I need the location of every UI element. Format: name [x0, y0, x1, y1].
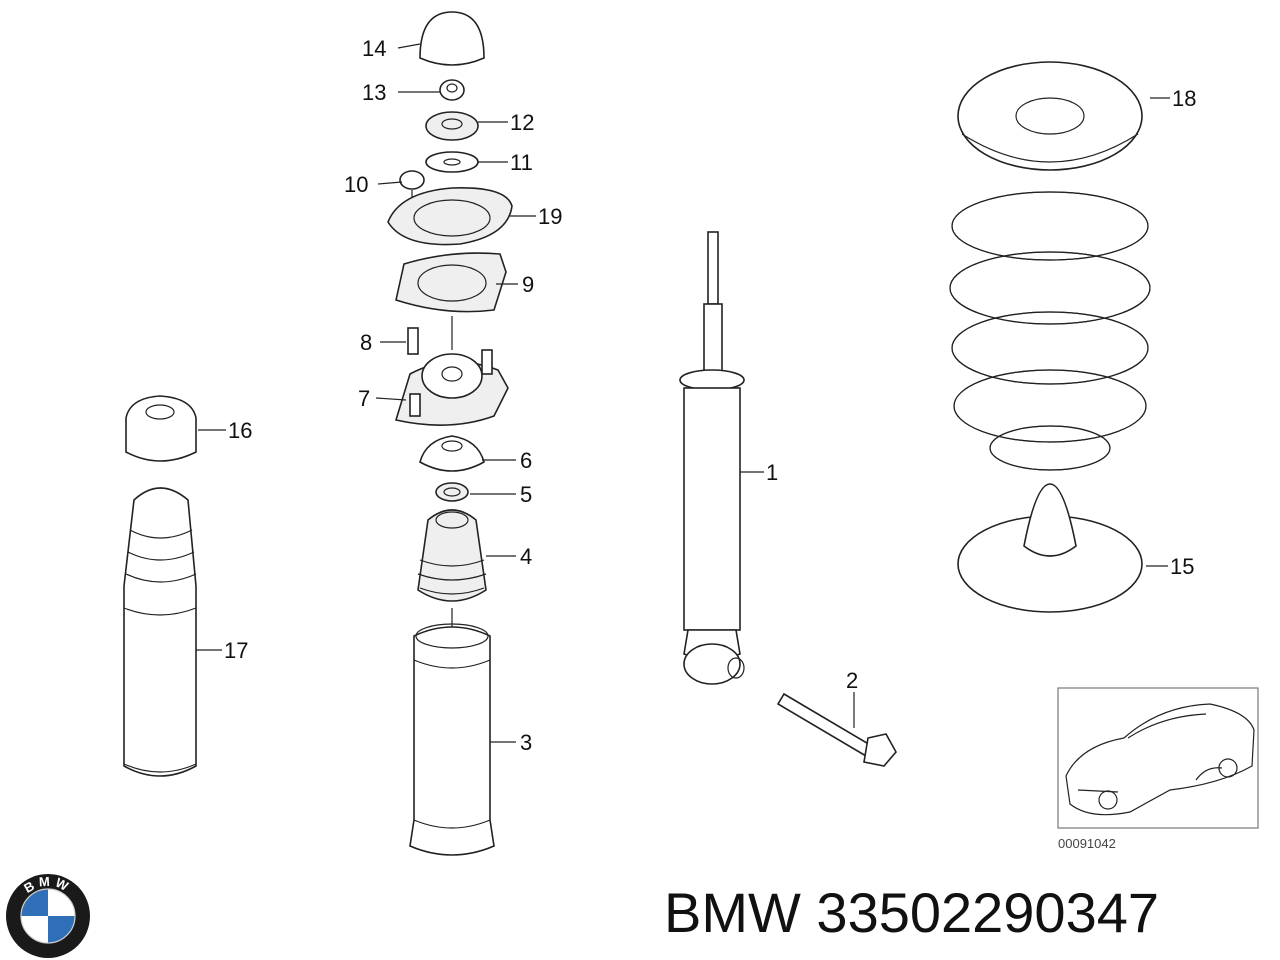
callout-19: 19 — [538, 204, 562, 229]
brand-name: BMW — [664, 881, 801, 944]
part-15-lower-seat — [957, 483, 1143, 613]
part-17-boot — [123, 487, 197, 777]
coil-spring — [949, 191, 1151, 471]
part-12-washer — [425, 111, 479, 141]
callout-18: 18 — [1172, 86, 1196, 111]
logo-blue-quadrant-top — [21, 889, 48, 916]
part-8-stud — [407, 327, 419, 355]
callout-5: 5 — [520, 482, 532, 507]
callout-3: 3 — [520, 730, 532, 755]
part-11-washer — [425, 151, 479, 173]
part-1-shock-absorber — [679, 231, 745, 685]
callout-9: 9 — [522, 272, 534, 297]
callout-1: 1 — [766, 460, 778, 485]
svg-text:BMW: BMW — [21, 874, 74, 896]
logo-blue-quadrant-bottom — [48, 916, 75, 943]
part-6-cup — [419, 435, 485, 472]
part-2-bolt — [776, 692, 897, 767]
part-5-ring — [435, 482, 469, 502]
callout-4: 4 — [520, 544, 532, 569]
callout-7: 7 — [358, 386, 370, 411]
part-4-bump-stop — [417, 509, 487, 602]
part-13-nut — [439, 79, 465, 101]
part-14-cap — [419, 11, 485, 66]
leader-lines — [196, 43, 1170, 743]
part-7-mount — [394, 349, 509, 426]
callout-16: 16 — [228, 418, 252, 443]
bmw-logo: BMW — [6, 874, 90, 958]
part-18-upper-seat — [957, 61, 1143, 171]
part-19-plate — [387, 187, 513, 246]
callout-13: 13 — [362, 80, 386, 105]
part-3-dust-boot — [409, 623, 495, 856]
vehicle-inset — [1057, 687, 1259, 829]
callout-14: 14 — [362, 36, 386, 61]
part-number: 33502290347 — [816, 881, 1160, 944]
callout-17: 17 — [224, 638, 248, 663]
callout-2: 2 — [846, 668, 858, 693]
callout-15: 15 — [1170, 554, 1194, 579]
callout-11: 11 — [510, 150, 533, 175]
part-9-gasket — [395, 252, 507, 313]
part-16-cup — [125, 395, 197, 462]
inset-code: 00091042 — [1058, 836, 1116, 851]
callout-10: 10 — [344, 172, 368, 197]
callout-12: 12 — [510, 110, 534, 135]
part-caption: BMW 33502290347 — [664, 878, 1264, 948]
callout-6: 6 — [520, 448, 532, 473]
logo-letters: BMW — [21, 874, 70, 896]
callout-8: 8 — [360, 330, 372, 355]
